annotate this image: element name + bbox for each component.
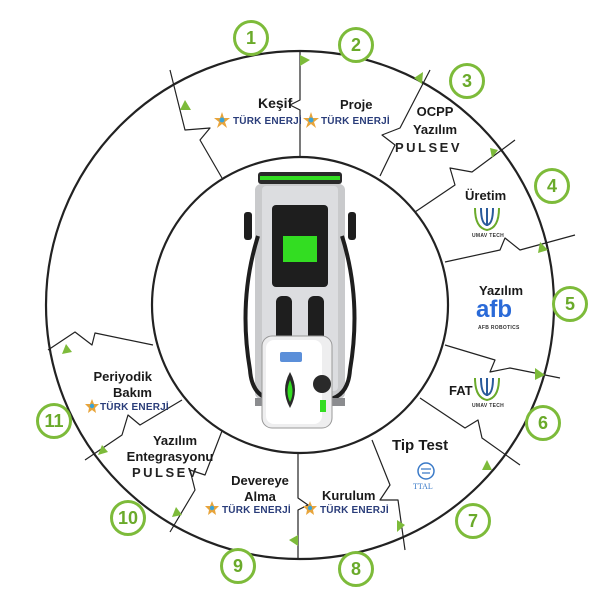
step-number-3: 3	[449, 63, 485, 99]
turk-enerji-logo-icon	[205, 501, 219, 515]
step-3-title-line1: OCPP	[416, 104, 454, 119]
step-11-title-line1: Periyodik	[93, 369, 152, 384]
turk-enerji-logo-icon	[214, 112, 230, 128]
step-number-1: 1	[233, 20, 269, 56]
step-10-logo: PULSEV	[132, 465, 200, 480]
step-4-title: Üretim	[465, 188, 507, 203]
turk-enerji-logo-icon	[303, 501, 317, 515]
step-number-8: 8	[338, 551, 374, 587]
arrow-icon	[300, 55, 310, 66]
divider-11-top	[47, 331, 154, 351]
step-8-logo: TÜRK ENERJİ	[320, 505, 389, 516]
ttal-logo-icon	[417, 462, 435, 480]
step-5-title: Yazılım	[479, 283, 524, 298]
step-number-6: 6	[525, 405, 561, 441]
ev-charger-illustration	[243, 172, 357, 429]
step-2-title: Proje	[340, 97, 373, 112]
arrow-markers	[62, 55, 548, 546]
divider-5-6	[444, 344, 561, 379]
divider-9-10	[169, 430, 223, 533]
divider-4-5	[444, 234, 576, 263]
step-11-logo: TÜRK ENERJİ	[100, 402, 169, 413]
step-11-title-line2: Bakım	[112, 385, 152, 400]
step-1-title: Keşif	[258, 95, 293, 111]
step-9-title-line2: Alma	[244, 489, 276, 504]
arrow-icon	[289, 535, 298, 546]
arrow-icon	[397, 520, 405, 532]
arrow-icon	[180, 100, 191, 110]
divider-1-2	[289, 51, 301, 157]
step-number-4: 4	[534, 168, 570, 204]
step-2-logo: TÜRK ENERJİ	[321, 116, 390, 127]
turk-enerji-logo-icon	[303, 112, 319, 128]
umav-tech-logo-icon	[474, 377, 500, 402]
segment-dividers	[47, 51, 576, 558]
step-8-title: Kurulum	[322, 488, 376, 503]
divider-8-9	[297, 452, 309, 558]
step-number-2: 2	[338, 27, 374, 63]
step-4-logo: UMAV TECH	[472, 233, 505, 239]
step-6-title: FAT	[449, 383, 473, 398]
step-number-9: 9	[220, 548, 256, 584]
arrow-icon	[490, 148, 498, 158]
step-5-logo: afb	[476, 296, 512, 323]
arrow-icon	[62, 344, 72, 354]
umav-tech-logo-icon	[474, 207, 500, 232]
logo-marks	[85, 112, 500, 515]
step-10-title-line1: Yazılım	[152, 433, 198, 448]
divider-2-3	[379, 69, 431, 177]
divider-3-4	[414, 139, 516, 213]
step-6-logo: UMAV TECH	[472, 403, 505, 409]
step-3-logo: PULSEV	[395, 140, 463, 155]
step-number-10: 10	[110, 500, 146, 536]
arrow-icon	[172, 507, 182, 517]
arrow-icon	[414, 72, 423, 84]
step-number-7: 7	[455, 503, 491, 539]
step-9-title-line1: Devereye	[231, 473, 289, 488]
step-5-logo-sub: AFB ROBOTICS	[478, 325, 520, 331]
arrow-icon	[535, 368, 545, 380]
step-3-title-line2: Yazılım	[412, 122, 458, 137]
divider-7-8	[371, 439, 406, 551]
step-number-11: 11	[36, 403, 72, 439]
step-9-logo: TÜRK ENERJİ	[222, 505, 291, 516]
charger-screen	[283, 236, 317, 262]
divider-11-1	[169, 69, 223, 179]
step-1-logo: TÜRK ENERJİ	[233, 116, 302, 127]
step-10-title-line2: Entegrasyonu	[126, 449, 214, 464]
step-7-title: Tip Test	[392, 437, 449, 454]
arrow-icon	[538, 242, 548, 253]
arrow-icon	[482, 460, 492, 470]
divider-6-7	[419, 397, 521, 466]
turk-enerji-logo-icon	[85, 399, 99, 413]
divider-10-11	[84, 399, 183, 461]
step-7-logo: TTAL	[413, 482, 433, 491]
arrow-icon	[98, 445, 108, 455]
step-number-5: 5	[552, 286, 588, 322]
